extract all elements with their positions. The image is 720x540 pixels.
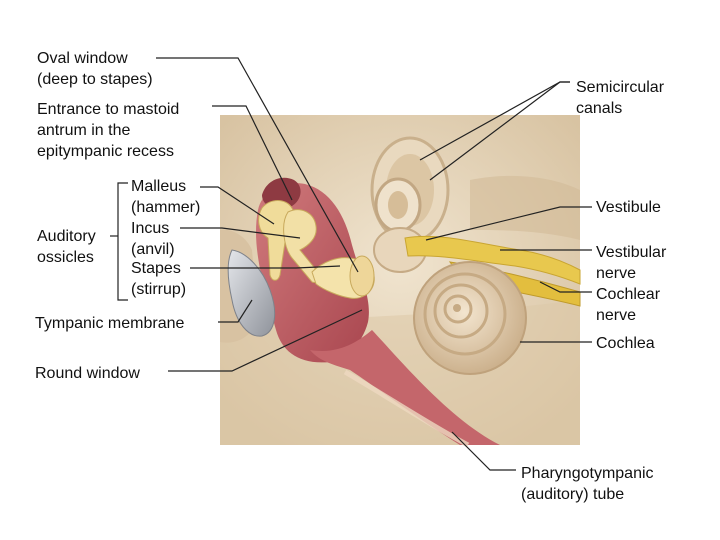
label-incus-line-2: (anvil) (131, 241, 175, 258)
label-malleus-line-2: (hammer) (131, 199, 201, 216)
label-pharyngotympanic-tube: Pharyngotympanic (auditory) tube (521, 463, 654, 505)
bone-ridge (470, 175, 580, 240)
vestibular-nerve-shape (404, 235, 581, 285)
label-malleus: Malleus (hammer) (131, 176, 200, 218)
label-cochlear-nerve-line-2: nerve (596, 307, 637, 324)
label-auditory-ossicles-line-1: Auditory (37, 228, 96, 245)
label-vestibular-nerve: Vestibular nerve (596, 242, 666, 284)
leader-semicircular-canals-b (429, 81, 570, 181)
label-cochlea-text: Cochlea (596, 335, 655, 352)
label-tympanic-membrane-text: Tympanic membrane (35, 315, 185, 332)
label-mastoid-entrance-line-3: epitympanic recess (37, 143, 174, 160)
pharyngotympanic-tube-shape (310, 330, 500, 445)
leader-oval-window (156, 57, 359, 273)
leader-cochlear-nerve (539, 281, 592, 293)
semicircular-canals-shape (370, 136, 450, 244)
leader-incus (180, 227, 301, 239)
label-auditory-ossicles-line-2: ossicles (37, 249, 94, 266)
leader-tympanic-membrane (218, 299, 253, 323)
label-tympanic-membrane: Tympanic membrane (35, 313, 184, 334)
label-malleus-line-1: Malleus (131, 178, 187, 195)
label-oval-window-line-2: (deep to stapes) (37, 71, 153, 88)
label-vestibule-text: Vestibule (596, 199, 661, 216)
label-oval-window: Oval window (deep to stapes) (37, 48, 153, 90)
label-semicircular-canals: Semicircular canals (576, 77, 664, 119)
label-round-window: Round window (35, 363, 140, 384)
label-stapes: Stapes (stirrup) (131, 258, 186, 300)
label-stapes-line-2: (stirrup) (131, 281, 187, 298)
label-incus-line-1: Incus (131, 220, 170, 237)
label-semicircular-canals-line-1: Semicircular (576, 79, 665, 96)
leader-round-window (168, 309, 363, 372)
label-mastoid-entrance: Entrance to mastoid antrum in the epitym… (37, 99, 179, 162)
leader-mastoid-entrance (212, 105, 293, 201)
leader-vestibule (425, 206, 592, 241)
label-semicircular-canals-line-2: canals (576, 100, 623, 117)
leader-lines (110, 57, 592, 471)
leader-malleus (200, 186, 275, 225)
tympanic-membrane-shape (227, 249, 276, 337)
label-stapes-line-1: Stapes (131, 260, 181, 277)
stapes-footplate (349, 255, 375, 297)
label-mastoid-entrance-line-1: Entrance to mastoid (37, 101, 180, 118)
label-vestibular-nerve-line-2: nerve (596, 265, 637, 282)
leader-ossicles-bracket (117, 182, 128, 301)
label-round-window-text: Round window (35, 365, 140, 382)
tube-wall (343, 369, 470, 448)
label-cochlear-nerve-line-1: Cochlear (596, 286, 661, 303)
label-mastoid-entrance-line-2: antrum in the (37, 122, 131, 139)
cochlea-shape (413, 261, 527, 375)
label-auditory-ossicles: Auditory ossicles (37, 226, 96, 268)
label-cochlea: Cochlea (596, 333, 655, 354)
label-pharyngotympanic-tube-line-2: (auditory) tube (521, 486, 625, 503)
label-pharyngotympanic-tube-line-1: Pharyngotympanic (521, 465, 654, 482)
leader-stapes (190, 265, 341, 269)
label-oval-window-line-1: Oval window (37, 50, 128, 67)
label-vestibular-nerve-line-1: Vestibular (596, 244, 667, 261)
label-incus: Incus (anvil) (131, 218, 175, 260)
label-cochlear-nerve: Cochlear nerve (596, 284, 660, 326)
leader-pharyngotympanic-tube (451, 431, 516, 471)
label-vestibule: Vestibule (596, 197, 661, 218)
